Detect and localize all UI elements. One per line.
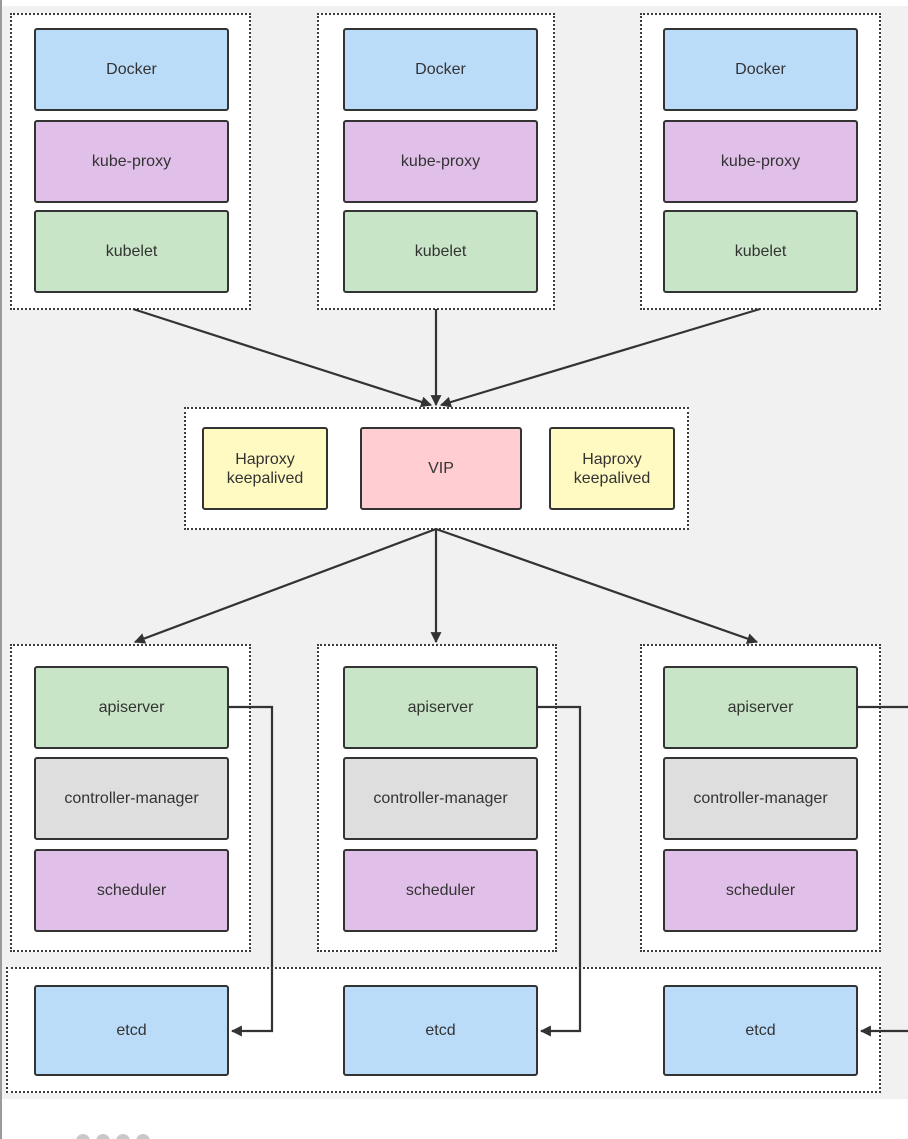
apiserver-box: apiserver <box>343 666 538 749</box>
apiserver-box: apiserver <box>663 666 858 749</box>
scheduler-box: scheduler <box>343 849 538 932</box>
haproxy-keepalived-box: Haproxy keepalived <box>202 427 328 510</box>
kubelet-box: kubelet <box>663 210 858 293</box>
kubelet-box: kubelet <box>34 210 229 293</box>
kubelet-box: kubelet <box>343 210 538 293</box>
docker-box: Docker <box>34 28 229 111</box>
etcd-box: etcd <box>343 985 538 1076</box>
kube-proxy-box: kube-proxy <box>343 120 538 203</box>
bottom-decoration <box>70 1130 170 1139</box>
scheduler-box: scheduler <box>34 849 229 932</box>
docker-box: Docker <box>343 28 538 111</box>
docker-box: Docker <box>663 28 858 111</box>
controller-manager-box: controller-manager <box>663 757 858 840</box>
controller-manager-box: controller-manager <box>343 757 538 840</box>
scheduler-box: scheduler <box>663 849 858 932</box>
etcd-box: etcd <box>663 985 858 1076</box>
haproxy-keepalived-box: Haproxy keepalived <box>549 427 675 510</box>
left-border <box>0 0 2 1139</box>
controller-manager-box: controller-manager <box>34 757 229 840</box>
vip-box: VIP <box>360 427 522 510</box>
etcd-box: etcd <box>34 985 229 1076</box>
kube-proxy-box: kube-proxy <box>34 120 229 203</box>
kube-proxy-box: kube-proxy <box>663 120 858 203</box>
apiserver-box: apiserver <box>34 666 229 749</box>
